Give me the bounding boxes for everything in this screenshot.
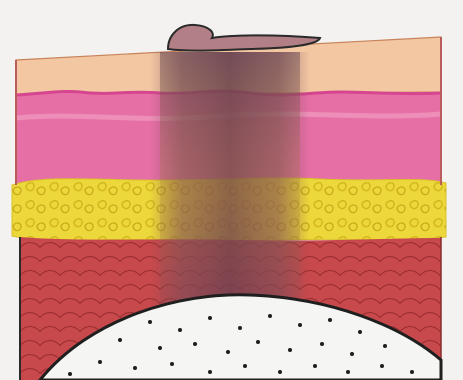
- tissue-block: [12, 25, 446, 380]
- central-column-shading: [160, 52, 300, 304]
